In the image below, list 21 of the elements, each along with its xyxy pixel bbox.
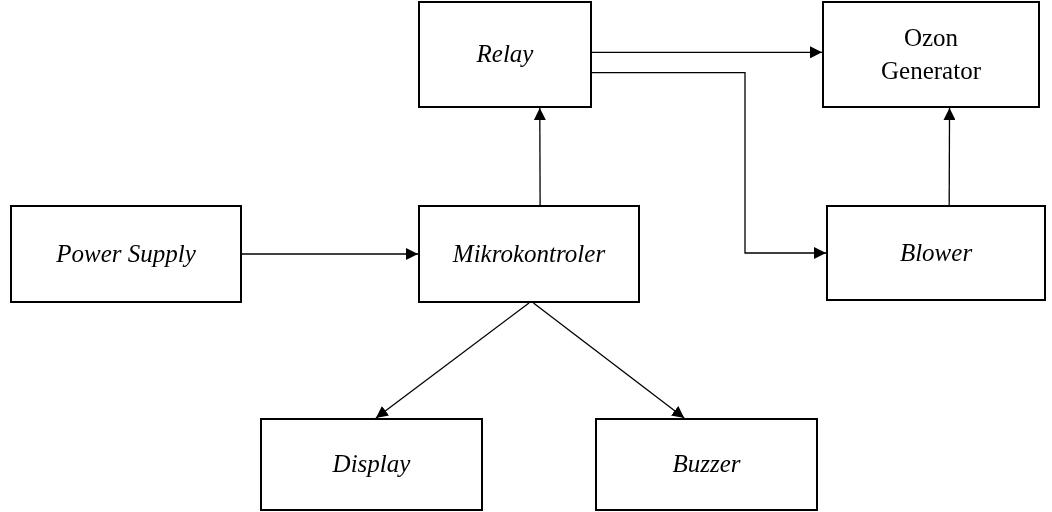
box-label: Relay bbox=[476, 39, 534, 70]
arrow bbox=[943, 107, 956, 206]
box-label: Ozon Generator bbox=[880, 23, 982, 86]
process-box bbox=[826, 205, 1046, 301]
process-box bbox=[10, 205, 242, 303]
process-box bbox=[418, 205, 640, 303]
arrow bbox=[375, 302, 530, 419]
box-label: Mikrokontroler bbox=[452, 238, 606, 269]
process-box bbox=[260, 418, 483, 511]
box-label: Buzzer bbox=[672, 449, 741, 480]
box-label: Display bbox=[332, 449, 411, 480]
box-label: Power Supply bbox=[56, 238, 196, 269]
box-label: Blower bbox=[899, 237, 973, 268]
arrow bbox=[241, 248, 419, 260]
arrow bbox=[591, 46, 823, 59]
process-box bbox=[822, 1, 1040, 108]
arrow bbox=[591, 72, 827, 259]
process-box bbox=[418, 1, 592, 108]
arrow bbox=[532, 302, 685, 419]
process-box bbox=[595, 418, 818, 511]
arrow bbox=[533, 107, 546, 206]
